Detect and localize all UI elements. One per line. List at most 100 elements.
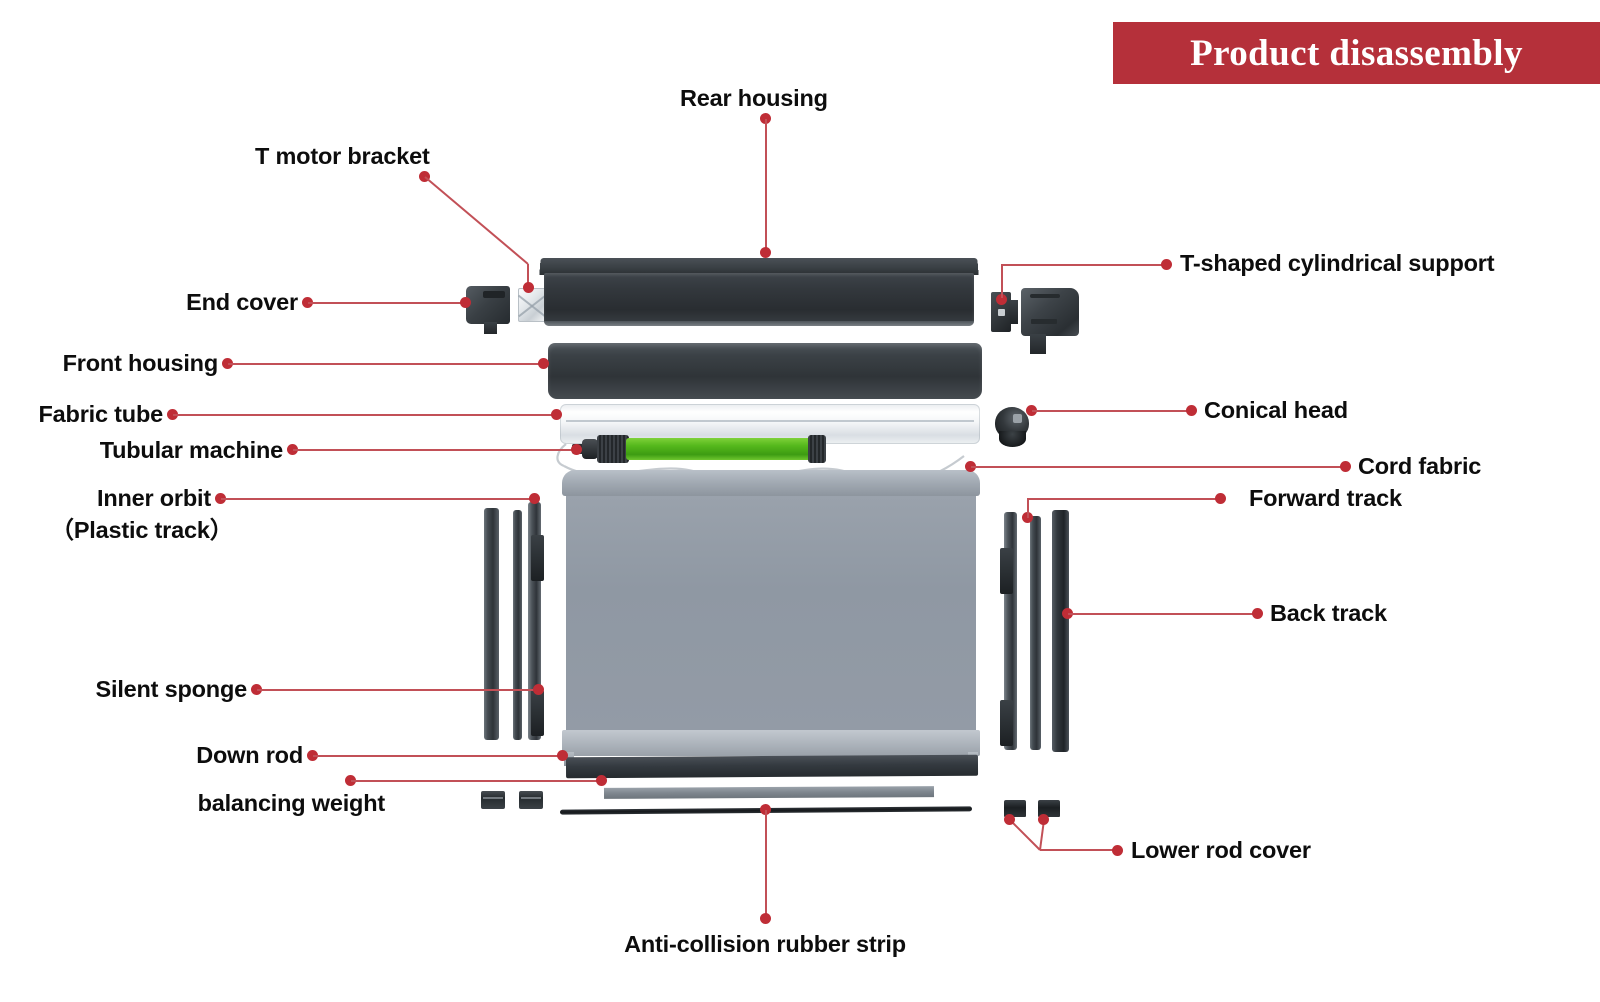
label-tubular-machine: Tubular machine — [99, 437, 283, 463]
label-cord-fabric: Cord fabric — [1358, 453, 1482, 479]
part-lower-rod-cover-a — [1004, 800, 1026, 817]
leader-dot-t-support-label — [1161, 259, 1172, 270]
leader-line-rear-housing — [765, 119, 767, 252]
cord-fabric-sheet — [566, 494, 976, 732]
cord-fabric-roll — [562, 470, 980, 496]
leader-line-end-cover — [308, 302, 464, 304]
leader-line-cord-fabric — [971, 466, 1344, 468]
leader-dot-down-rod-part — [557, 750, 568, 761]
leader-dot-silent-sponge-label — [251, 684, 262, 695]
label-conical-head: Conical head — [1204, 397, 1348, 423]
leader-dot-t-motor-bracket-part — [523, 282, 534, 293]
leader-dot-back-track-part — [1062, 608, 1073, 619]
leader-line-t-support-horizontal — [1001, 264, 1166, 266]
leader-dot-lower-rod-cover-label — [1112, 845, 1123, 856]
leader-line-conical-head — [1032, 410, 1189, 412]
part-down-rod — [565, 754, 979, 779]
leader-dot-fabric-tube-label — [167, 409, 178, 420]
leader-dot-balancing-weight-part — [596, 775, 607, 786]
leader-line-silent-sponge — [257, 689, 537, 691]
leader-dot-lower-rod-cover-part-b — [1038, 814, 1049, 825]
tubular-machine-end-cap-left — [582, 439, 598, 459]
tubular-machine-tube — [626, 438, 812, 460]
tubular-machine-collar — [597, 435, 629, 463]
leader-dot-lower-rod-cover-part-a — [1004, 814, 1015, 825]
label-fabric-tube: Fabric tube — [38, 401, 164, 427]
part-tubular-machine — [570, 432, 860, 466]
part-lower-rod — [603, 786, 935, 799]
leader-line-down-rod — [313, 755, 561, 757]
t-support-block-leg — [1030, 334, 1046, 354]
part-end-cover — [466, 286, 510, 334]
leader-dot-conical-head-label — [1186, 405, 1197, 416]
part-left-rail-middle — [513, 510, 522, 740]
leader-dot-end-cover-part — [460, 297, 471, 308]
part-conical-head — [993, 405, 1033, 449]
leader-dot-anti-collision-label — [760, 913, 771, 924]
label-inner-orbit: Inner orbit — [97, 485, 211, 511]
part-fabric-tube — [560, 404, 980, 444]
leader-dot-rear-housing-part — [760, 247, 771, 258]
leader-dot-back-track-label — [1252, 608, 1263, 619]
leader-dot-rear-housing-label — [760, 113, 771, 124]
leader-line-fabric-tube — [173, 414, 555, 416]
label-anti-collision-rubber-strip: Anti-collision rubber strip — [624, 931, 906, 957]
part-front-housing — [548, 343, 982, 399]
cord-fabric-bottom-bar — [562, 730, 980, 756]
page-title: Product disassembly — [1190, 32, 1523, 74]
leader-line-forward-track-vertical — [1027, 498, 1029, 518]
leader-line-t-support-vertical — [1001, 264, 1003, 298]
label-balancing-weight: balancing weight — [197, 790, 386, 816]
leader-dot-cord-fabric-label — [1340, 461, 1351, 472]
leader-dot-inner-orbit-part — [529, 493, 540, 504]
part-left-rail-clip-top — [531, 535, 544, 581]
end-cover-slot — [483, 291, 505, 298]
leader-dot-tubular-machine-label — [287, 444, 298, 455]
tubular-machine-end-cap-right — [808, 435, 826, 463]
label-end-cover: End cover — [186, 289, 298, 315]
leader-line-forward-track-horizontal — [1027, 498, 1220, 500]
label-back-track: Back track — [1270, 600, 1387, 626]
leader-dot-silent-sponge-part — [533, 684, 544, 695]
label-down-rod: Down rod — [196, 742, 303, 768]
leader-dot-front-housing-part — [538, 358, 549, 369]
label-rear-housing: Rear housing — [680, 85, 828, 111]
label-forward-track: Forward track — [1249, 485, 1402, 511]
t-support-plate-stem — [1010, 300, 1018, 324]
label-front-housing: Front housing — [62, 350, 219, 376]
leader-dot-cord-fabric-part — [965, 461, 976, 472]
part-balancing-weight-a — [481, 791, 505, 809]
leader-dot-balancing-weight-label — [345, 775, 356, 786]
leader-line-tubular-machine — [293, 449, 575, 451]
part-balancing-weight-b — [519, 791, 543, 809]
label-inner-orbit-sub: （Plastic track） — [50, 517, 234, 543]
leader-dot-t-support-part — [996, 294, 1007, 305]
end-cover-tab — [484, 322, 497, 334]
part-left-rail-outer — [484, 508, 499, 740]
part-lower-rod-cover-b — [1038, 800, 1060, 817]
part-left-rail-clip-bottom — [531, 690, 544, 736]
label-lower-rod-cover: Lower rod cover — [1131, 837, 1311, 863]
t-support-block-groove-mid — [1031, 319, 1057, 324]
t-support-block-groove-top — [1030, 294, 1060, 298]
part-right-rail-clip-top — [1000, 548, 1013, 594]
leader-dot-anti-collision-part — [760, 804, 771, 815]
leader-line-inner-orbit — [221, 498, 533, 500]
leader-dot-front-housing-label — [222, 358, 233, 369]
leader-line-front-housing — [228, 363, 542, 365]
part-right-rail-clip-bottom — [1000, 700, 1013, 746]
part-right-rail-outer — [1052, 510, 1069, 752]
part-right-rail-middle — [1030, 516, 1041, 750]
leader-line-back-track — [1068, 613, 1256, 615]
leader-line-balancing-weight — [351, 780, 600, 782]
leader-dot-forward-track-label — [1215, 493, 1226, 504]
leader-dot-end-cover-label — [302, 297, 313, 308]
label-t-motor-bracket: T motor bracket — [255, 143, 430, 169]
part-t-support-block — [1021, 288, 1079, 354]
leader-dot-conical-head-part — [1026, 405, 1037, 416]
leader-dot-tubular-machine-part — [571, 444, 582, 455]
conical-head-skirt — [999, 431, 1026, 447]
t-support-plate-hole — [998, 309, 1005, 316]
leader-line-anti-collision — [765, 810, 767, 915]
